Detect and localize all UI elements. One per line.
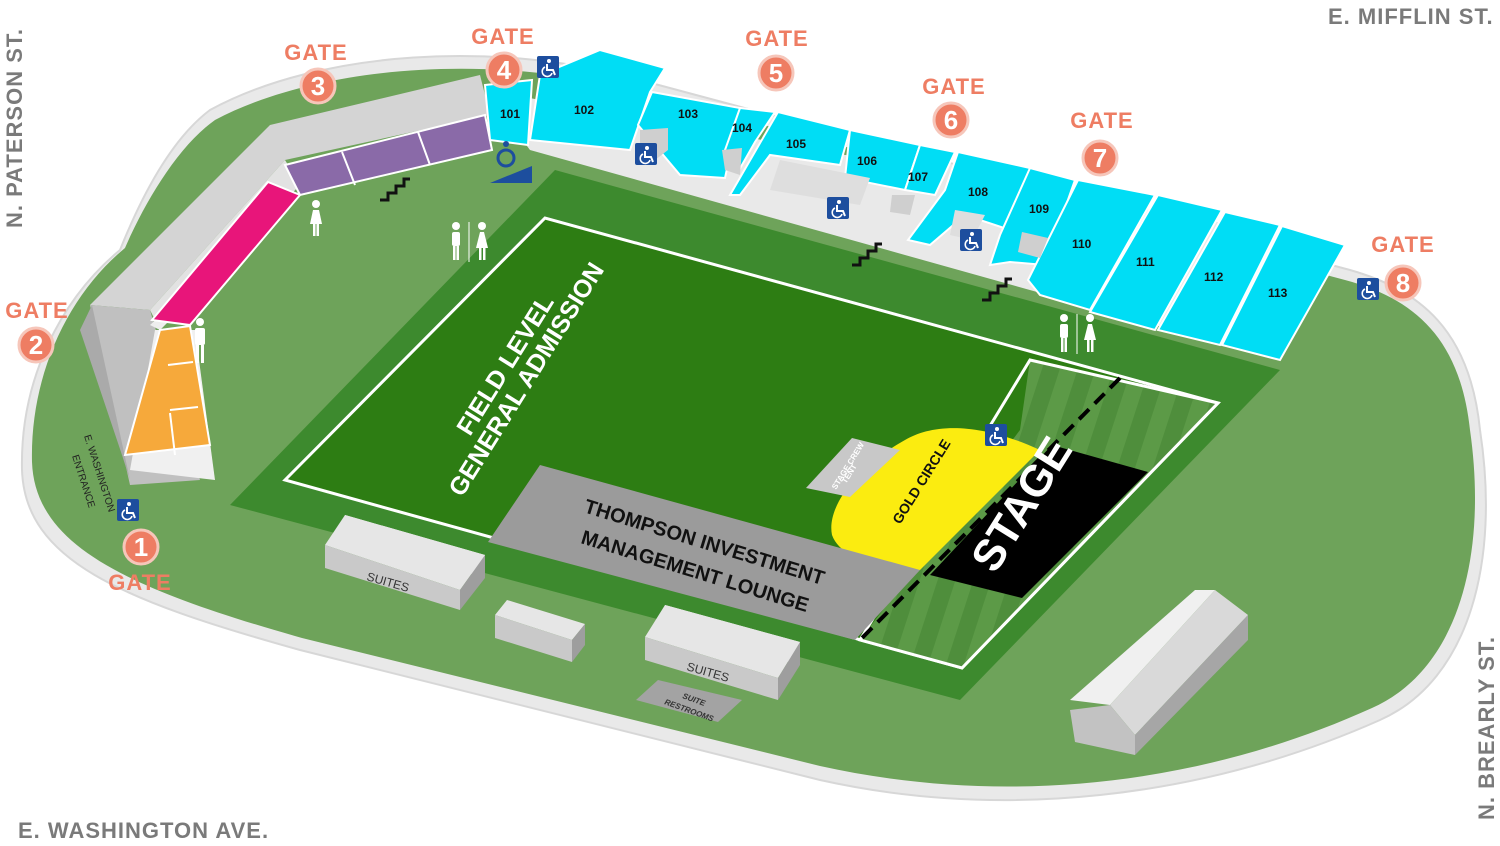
gate-number-badge xyxy=(932,101,970,139)
section-113[interactable] xyxy=(1220,224,1347,362)
west-stand xyxy=(80,75,494,485)
label-113: 113 xyxy=(1268,286,1288,300)
label-110: 110 xyxy=(1072,237,1092,251)
gate-label: GATE xyxy=(1371,232,1434,257)
section-109[interactable] xyxy=(988,166,1077,267)
suites-building-1 xyxy=(325,515,485,610)
label-102: 102 xyxy=(574,103,594,117)
large-tent xyxy=(1070,590,1248,755)
stage-crew-tent xyxy=(806,438,900,497)
accessible-icon xyxy=(1357,278,1379,300)
gate-number: 1 xyxy=(134,532,148,562)
gate-label: GATE xyxy=(745,26,808,51)
stage-divider-line xyxy=(858,376,1122,642)
label-105: 105 xyxy=(786,137,806,151)
label-108: 108 xyxy=(968,185,988,199)
accessible-icons xyxy=(117,56,1379,521)
label-107: 107 xyxy=(908,170,928,184)
section-110[interactable] xyxy=(1026,178,1157,312)
label-109: 109 xyxy=(1029,202,1049,216)
womens-restroom-icon xyxy=(310,200,322,236)
gate-5: GATE 5 xyxy=(745,26,808,92)
label-106: 106 xyxy=(857,154,877,168)
label-112: 112 xyxy=(1204,270,1224,284)
gate-label: GATE xyxy=(5,298,68,323)
gate-number: 8 xyxy=(1396,268,1410,298)
gate-label: GATE xyxy=(108,570,171,595)
gate-label: GATE xyxy=(471,24,534,49)
gate-number-badge xyxy=(757,54,795,92)
north-stand xyxy=(483,48,1347,362)
stage[interactable] xyxy=(930,445,1148,598)
street-e-mifflin: E. MIFFLIN ST. xyxy=(1328,4,1494,29)
gate-label: GATE xyxy=(922,74,985,99)
street-e-washington: E. WASHINGTON AVE. xyxy=(18,818,270,843)
mens-restroom-icon xyxy=(195,318,205,363)
gate-7: GATE 7 xyxy=(1070,108,1133,177)
accessible-icon xyxy=(635,143,657,165)
gate-number-badge xyxy=(1081,139,1119,177)
gate-number-badge xyxy=(1384,264,1422,302)
purple-section[interactable] xyxy=(283,113,494,197)
gate-number: 6 xyxy=(944,105,958,135)
wheelchair-lift-icon xyxy=(490,141,532,183)
label-104: 104 xyxy=(732,121,752,135)
gate-number-badge xyxy=(17,326,55,364)
gate-number: 2 xyxy=(29,330,43,360)
orange-section[interactable] xyxy=(123,324,212,457)
gate-number: 5 xyxy=(769,58,783,88)
gate-number-badge xyxy=(122,528,160,566)
gate-4: GATE 4 xyxy=(471,24,534,89)
label-101: 101 xyxy=(500,107,520,121)
gate-number: 7 xyxy=(1093,143,1107,173)
gate-label: GATE xyxy=(284,40,347,65)
gate-6: GATE 6 xyxy=(922,74,985,139)
section-111[interactable] xyxy=(1088,193,1224,332)
restroom-icon xyxy=(452,222,488,262)
gate-number-badge xyxy=(299,67,337,105)
section-107[interactable] xyxy=(903,143,957,197)
small-building xyxy=(495,600,585,662)
accessible-icon xyxy=(827,197,849,219)
gate-number: 3 xyxy=(311,71,325,101)
restroom-icon xyxy=(1060,314,1096,354)
label-111: 111 xyxy=(1136,255,1155,269)
stairs-icon xyxy=(380,177,1012,302)
gate-3: GATE 3 xyxy=(284,40,347,105)
section-103[interactable] xyxy=(636,90,742,180)
gate-number-badge xyxy=(485,51,523,89)
gate-label: GATE xyxy=(1070,108,1133,133)
gate-2: GATE 2 xyxy=(5,298,68,364)
section-112[interactable] xyxy=(1156,210,1282,347)
accessible-icon xyxy=(117,499,139,521)
thompson-lounge[interactable] xyxy=(488,465,920,640)
pink-section[interactable] xyxy=(150,180,302,327)
accessible-icon xyxy=(537,56,559,78)
gate-8: GATE 8 xyxy=(1371,232,1434,302)
accessible-icon xyxy=(960,229,982,251)
suites-building-2 xyxy=(645,605,800,700)
label-103: 103 xyxy=(678,107,698,121)
suite-restrooms xyxy=(636,680,742,722)
section-102[interactable] xyxy=(528,48,667,152)
gate-number: 4 xyxy=(497,55,512,85)
gate-1: GATE 1 xyxy=(108,528,171,595)
accessible-icon xyxy=(985,424,1007,446)
